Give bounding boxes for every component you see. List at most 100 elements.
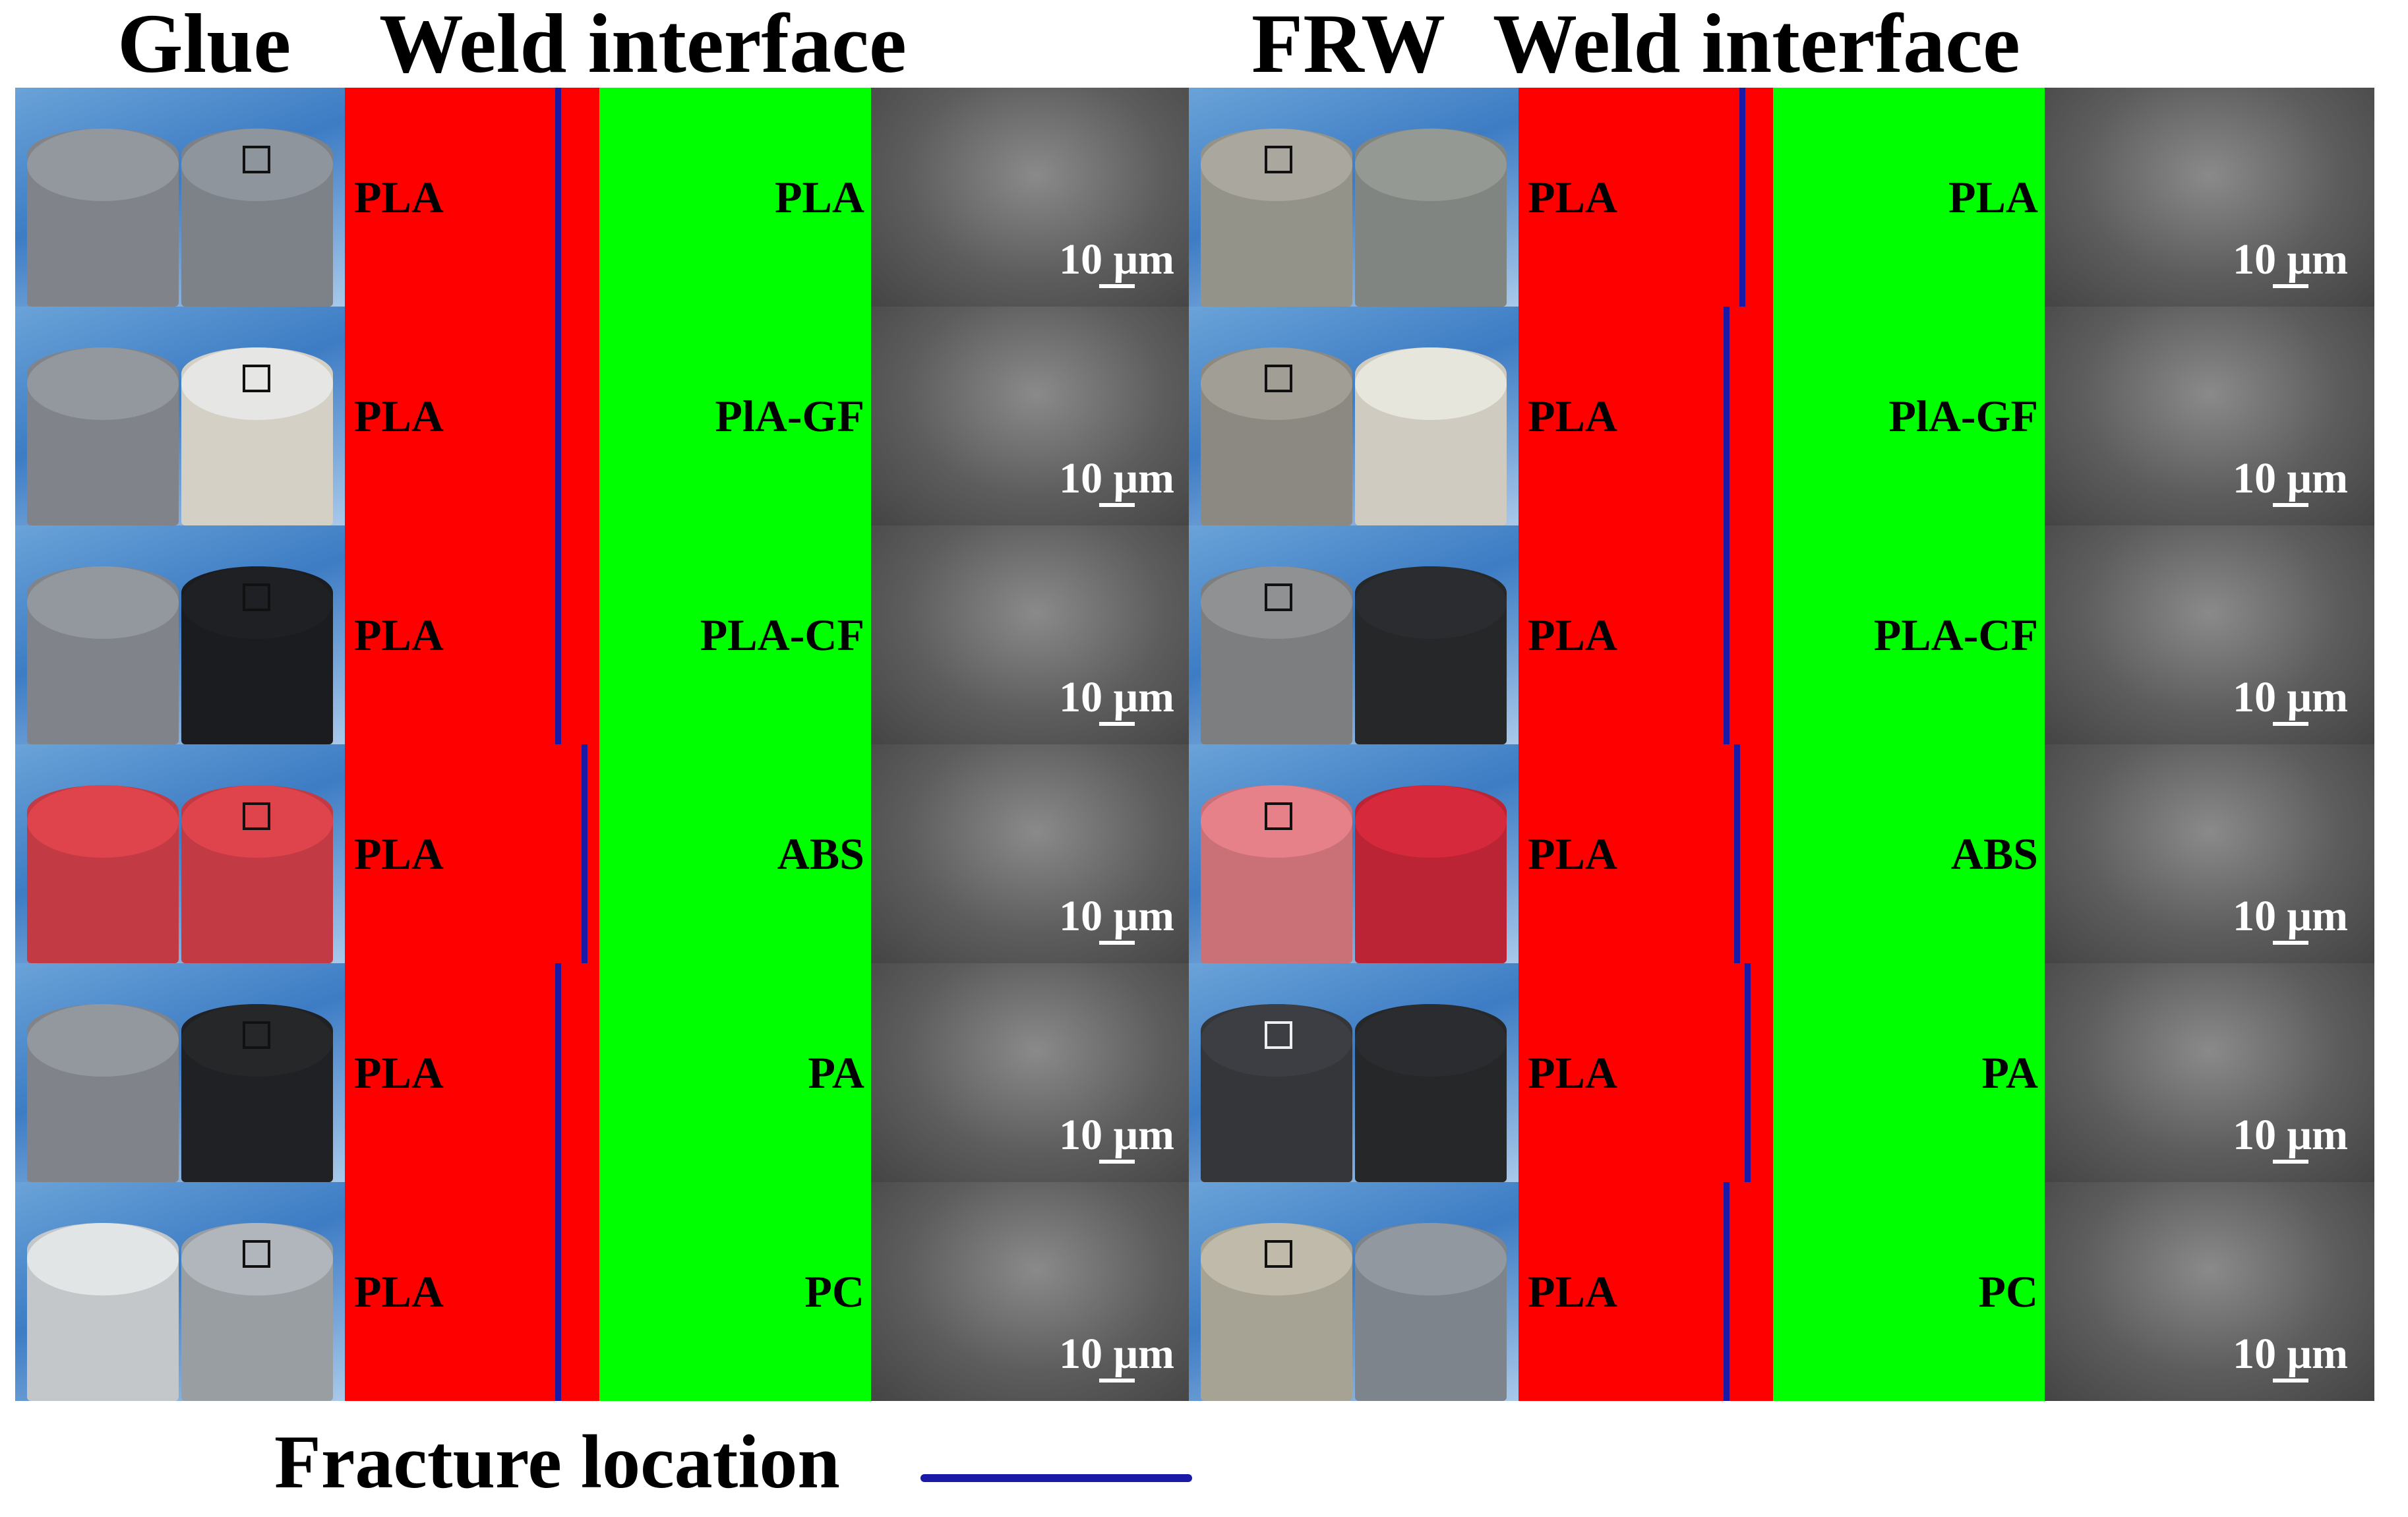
glue-row: PLA ABS 10 μm: [15, 744, 1201, 963]
fracture-location-line: [582, 744, 588, 963]
frw-row: PLA PLA-CF 10 μm: [1189, 525, 2374, 744]
right-material-label: PLA-CF: [1873, 610, 2038, 660]
specimen-cylinder: [1201, 1223, 1352, 1401]
left-material-label: PLA: [354, 829, 444, 879]
scale-bar: [2273, 1379, 2308, 1383]
left-material-label: PLA: [1528, 829, 1617, 879]
legend-label: Fracture location: [274, 1420, 840, 1504]
left-material-label: PLA: [1528, 1266, 1617, 1317]
specimen-photo: [1189, 88, 1519, 307]
right-material-block: PC: [1773, 1182, 2045, 1401]
left-material-block: PLA: [1519, 744, 1773, 963]
right-material-label: PlA-GF: [715, 391, 864, 441]
right-material-block: PLA-CF: [1773, 525, 2045, 744]
sem-micrograph: 10 μm: [871, 744, 1201, 963]
specimen-cylinder: [181, 785, 333, 963]
inspection-box: [1265, 1240, 1292, 1268]
right-material-block: PA: [1773, 963, 2045, 1182]
specimen-cylinder: [27, 785, 179, 963]
left-material-label: PLA: [1528, 1048, 1617, 1098]
scale-bar: [2273, 1160, 2308, 1164]
specimen-cylinder: [1355, 1004, 1507, 1182]
specimen-cylinder: [1201, 1004, 1352, 1182]
scale-bar-label: 10 μm: [2233, 1330, 2348, 1378]
fracture-location-line: [1745, 963, 1751, 1182]
sem-micrograph: 10 μm: [2045, 963, 2374, 1182]
right-material-label: PA: [808, 1048, 864, 1098]
left-material-label: PLA: [1528, 391, 1617, 441]
left-material-block: PLA: [345, 744, 599, 963]
sem-micrograph: 10 μm: [871, 525, 1201, 744]
right-material-block: PA: [599, 963, 871, 1182]
specimen-cylinder: [27, 347, 179, 525]
scale-bar: [1099, 722, 1135, 726]
fracture-location-line: [1724, 307, 1730, 525]
scale-bar-label: 10 μm: [1059, 1330, 1174, 1378]
inspection-box: [1265, 802, 1292, 830]
scale-bar-label: 10 μm: [1059, 454, 1174, 502]
specimen-cylinder: [1355, 566, 1507, 744]
fracture-location-line: [1739, 88, 1746, 307]
right-material-label: PC: [804, 1266, 864, 1317]
scale-bar: [1099, 284, 1135, 288]
glue-header: Glue: [117, 0, 291, 90]
sem-micrograph: 10 μm: [2045, 525, 2374, 744]
fracture-location-line: [555, 525, 562, 744]
right-material-label: PlA-GF: [1888, 391, 2038, 441]
right-material-block: PLA-CF: [599, 525, 871, 744]
fracture-location-line: [555, 307, 562, 525]
inspection-box: [243, 365, 270, 392]
fracture-location-line: [555, 1182, 562, 1401]
specimen-photo: [15, 525, 345, 744]
right-material-label: ABS: [777, 829, 864, 879]
frw-row: PLA PLA 10 μm: [1189, 88, 2374, 307]
right-material-block: ABS: [599, 744, 871, 963]
scale-bar-label: 10 μm: [1059, 235, 1174, 283]
right-material-label: ABS: [1950, 829, 2038, 879]
sem-micrograph: 10 μm: [871, 1182, 1201, 1401]
frw-row: PLA PC 10 μm: [1189, 1182, 2374, 1401]
left-material-block: PLA: [1519, 88, 1773, 307]
left-material-label: PLA: [1528, 610, 1617, 660]
right-material-label: PLA-CF: [700, 610, 864, 660]
right-material-label: PA: [1981, 1048, 2038, 1098]
left-material-label: PLA: [354, 610, 444, 660]
specimen-photo: [15, 1182, 345, 1401]
specimen-cylinder: [1355, 129, 1507, 307]
specimen-photo: [15, 744, 345, 963]
scale-bar-label: 10 μm: [2233, 673, 2348, 721]
sem-micrograph: 10 μm: [2045, 307, 2374, 525]
frw-weld-interface-header: Weld interface: [1493, 0, 2020, 90]
left-material-block: PLA: [1519, 525, 1773, 744]
right-material-label: PLA: [1948, 172, 2038, 222]
left-material-block: PLA: [1519, 1182, 1773, 1401]
specimen-cylinder: [1355, 785, 1507, 963]
right-material-block: PC: [599, 1182, 871, 1401]
left-material-label: PLA: [354, 1048, 444, 1098]
sem-micrograph: 10 μm: [2045, 88, 2374, 307]
specimen-cylinder: [1201, 347, 1352, 525]
inspection-box: [243, 146, 270, 173]
inspection-box: [1265, 146, 1292, 173]
scale-bar-label: 10 μm: [2233, 235, 2348, 283]
specimen-photo: [1189, 744, 1519, 963]
right-material-block: PlA-GF: [599, 307, 871, 525]
inspection-box: [1265, 583, 1292, 611]
specimen-photo: [1189, 525, 1519, 744]
specimen-cylinder: [1355, 1223, 1507, 1401]
specimen-photo: [1189, 963, 1519, 1182]
sem-micrograph: 10 μm: [2045, 1182, 2374, 1401]
sem-micrograph: 10 μm: [871, 963, 1201, 1182]
scale-bar-label: 10 μm: [1059, 892, 1174, 940]
inspection-box: [1265, 365, 1292, 392]
specimen-photo: [15, 88, 345, 307]
specimen-photo: [15, 963, 345, 1182]
inspection-box: [243, 802, 270, 830]
specimen-cylinder: [1201, 129, 1352, 307]
